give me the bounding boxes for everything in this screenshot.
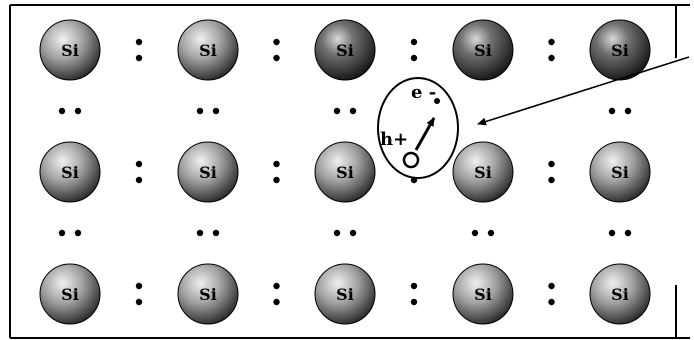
si-atom-sphere <box>314 263 376 325</box>
bond-electron-dot <box>548 176 555 184</box>
bond-electron-dot <box>74 229 82 237</box>
bond-electron-dot <box>410 38 418 46</box>
bond-electron-dot <box>273 54 280 62</box>
bond-electron-dot <box>135 282 143 290</box>
si-atom-sphere <box>314 19 376 81</box>
si-atom-sphere <box>452 141 514 203</box>
si-atom: Si <box>452 141 514 203</box>
electron-dot <box>434 98 440 104</box>
bond-electron-dot <box>349 229 357 237</box>
bond-electron-dot <box>273 38 280 46</box>
si-atom-sphere <box>39 19 101 81</box>
si-atom: Si <box>314 141 376 203</box>
excitation-arrow <box>414 117 436 151</box>
bond-electron-dot <box>548 160 555 168</box>
bond-electron-dot <box>608 107 616 115</box>
bond-electron-dot <box>135 298 143 306</box>
bond-electron-dot <box>487 229 495 237</box>
si-atom-label: Si <box>474 41 492 60</box>
electron-label: e - <box>411 82 436 103</box>
hole-label: h+ <box>380 129 408 150</box>
bond-electron-dot <box>273 282 280 290</box>
si-atom-sphere <box>177 263 239 325</box>
si-atom: Si <box>452 19 514 81</box>
bond-electron-dot <box>135 176 143 184</box>
bond-electron-dot <box>548 298 555 306</box>
bond-electron-dot <box>608 229 616 237</box>
bond-electron-dot <box>212 107 220 115</box>
si-atom-label: Si <box>199 41 217 60</box>
si-atom-label: Si <box>61 285 79 304</box>
si-atom-label: Si <box>61 41 79 60</box>
si-atom: Si <box>39 263 101 325</box>
bond-electron-dot <box>548 38 555 46</box>
si-atom: Si <box>177 263 239 325</box>
si-atom: Si <box>452 263 514 325</box>
si-atom-label: Si <box>61 163 79 182</box>
si-atom-sphere <box>314 141 376 203</box>
si-atom-label: Si <box>199 285 217 304</box>
bond-electron-dot <box>58 229 66 237</box>
si-atom-label: Si <box>474 163 492 182</box>
bond-electron-dot <box>196 107 204 115</box>
bond-electron-dot <box>548 282 555 290</box>
si-atom-label: Si <box>611 41 629 60</box>
si-atom: Si <box>39 19 101 81</box>
si-atom: Si <box>589 263 651 325</box>
bond-electron-dot <box>471 229 479 237</box>
bond-electron-dot <box>196 229 204 237</box>
si-atom-label: Si <box>336 41 354 60</box>
bond-electron-dot <box>410 298 418 306</box>
si-atom: Si <box>589 141 651 203</box>
bond-electron-dot <box>273 176 280 184</box>
bond-electron-dot <box>333 107 341 115</box>
bond-electron-dot <box>624 107 632 115</box>
si-atom: Si <box>39 141 101 203</box>
bond-electron-dot <box>624 229 632 237</box>
si-atom-sphere <box>589 263 651 325</box>
si-atom-sphere <box>452 19 514 81</box>
bond-electron-dot <box>410 54 418 62</box>
si-atom-sphere <box>39 263 101 325</box>
bond-electron-dot <box>135 38 143 46</box>
bond-electron-dot <box>349 107 357 115</box>
bond-electron-dot <box>135 54 143 62</box>
si-atom-label: Si <box>611 163 629 182</box>
bond-electron-dot <box>273 160 280 168</box>
si-atom-sphere <box>177 141 239 203</box>
electron-hole-pair-ring <box>377 77 459 179</box>
lattice-frame <box>9 4 690 339</box>
bond-electron-dot <box>273 298 280 306</box>
bond-electron-dot <box>58 107 66 115</box>
si-atom-label: Si <box>336 163 354 182</box>
si-atom-sphere <box>589 19 651 81</box>
bond-electron-dot <box>74 107 82 115</box>
si-atom-sphere <box>452 263 514 325</box>
si-atom-sphere <box>589 141 651 203</box>
bond-electron-dot <box>333 229 341 237</box>
bond-electron-dot <box>135 160 143 168</box>
bond-electron-dot <box>410 282 418 290</box>
si-atom: Si <box>589 19 651 81</box>
hole-circle <box>402 151 420 169</box>
si-atom-label: Si <box>199 163 217 182</box>
si-atom-sphere <box>39 141 101 203</box>
si-atom-label: Si <box>336 285 354 304</box>
si-atom: Si <box>314 263 376 325</box>
si-atom: Si <box>314 19 376 81</box>
si-atom-label: Si <box>611 285 629 304</box>
si-atom: Si <box>177 19 239 81</box>
bond-electron-dot <box>212 229 220 237</box>
si-atom-sphere <box>177 19 239 81</box>
bond-electron-dot <box>548 54 555 62</box>
si-atom-label: Si <box>474 285 492 304</box>
pointer-arrow <box>477 56 690 126</box>
electron-hole-pair: e - h+ <box>377 77 459 179</box>
si-atom: Si <box>177 141 239 203</box>
